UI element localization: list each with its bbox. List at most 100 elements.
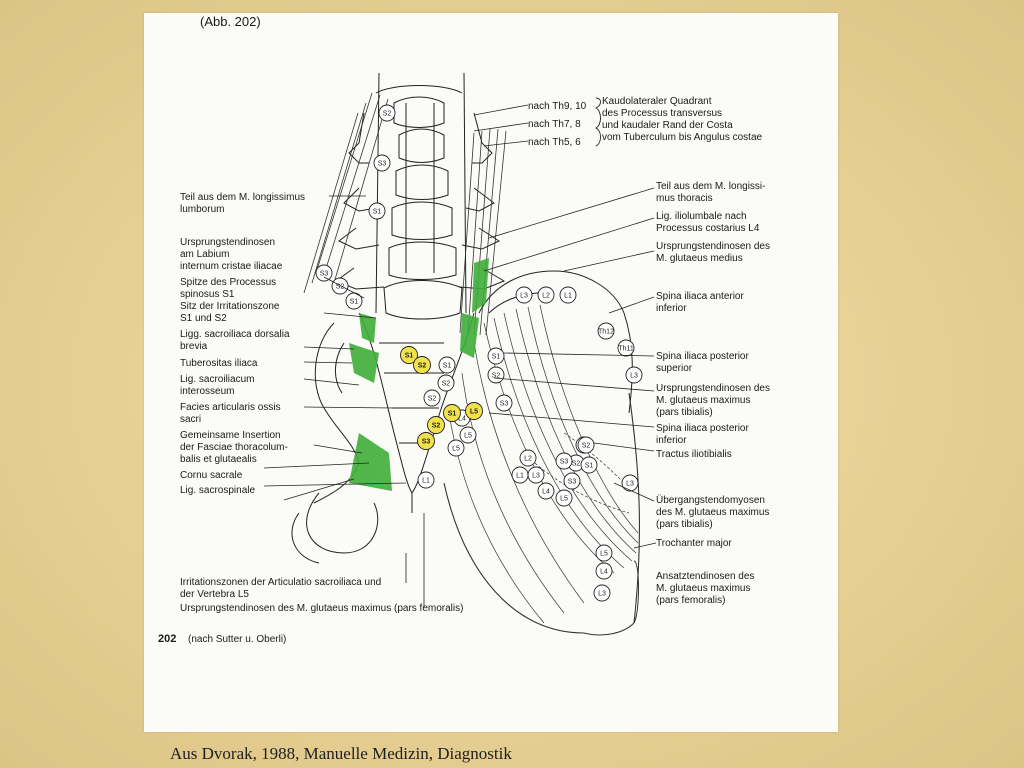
segment-marker-label: S1 bbox=[585, 463, 594, 470]
segment-marker-label: S2 bbox=[442, 381, 451, 388]
highlighted-marker-label: S1 bbox=[405, 353, 414, 360]
highlighted-marker bbox=[465, 402, 483, 420]
figure-source-note: (nach Sutter u. Oberli) bbox=[188, 634, 286, 645]
highlighted-marker bbox=[427, 416, 445, 434]
green-zone-right-sacroiliac bbox=[460, 313, 479, 358]
label-top: nach Th9, 10 bbox=[528, 101, 587, 112]
segment-marker-label: S3 bbox=[378, 161, 387, 168]
label-right: Ursprungstendinosen des bbox=[656, 241, 770, 252]
segment-marker-label: L4 bbox=[542, 489, 550, 496]
label-left: lumborum bbox=[180, 204, 224, 215]
label-top: nach Th7, 8 bbox=[528, 119, 581, 130]
segment-marker-label: L1 bbox=[564, 293, 572, 300]
label-left: am Labium bbox=[180, 249, 229, 260]
segment-marker-label: L2 bbox=[524, 456, 532, 463]
label-left: Cornu sacrale bbox=[180, 470, 243, 481]
highlighted-marker bbox=[400, 346, 418, 364]
segment-marker-label: L4 bbox=[600, 569, 608, 576]
segment-marker bbox=[563, 472, 581, 490]
highlighted-marker-label: S2 bbox=[418, 363, 427, 370]
label-left: Lig. sacrospinale bbox=[180, 485, 255, 496]
gluteus-maximus bbox=[443, 304, 640, 636]
label-left: Lig. sacroiliacum bbox=[180, 374, 254, 385]
segment-marker bbox=[487, 347, 505, 365]
segment-marker-label: S1 bbox=[350, 299, 359, 306]
highlighted-marker bbox=[417, 432, 435, 450]
label-left: der Fasciae thoracolum- bbox=[180, 442, 288, 453]
label-top-right: Kaudolateraler Quadrant bbox=[602, 96, 712, 107]
label-right: M. glutaeus maximus bbox=[656, 583, 750, 594]
label-left: internum cristae iliacae bbox=[180, 261, 283, 272]
label-left: Facies articularis ossis bbox=[180, 402, 281, 413]
label-top-right: vom Tuberculum bis Angulus costae bbox=[602, 132, 763, 143]
label-right: M. glutaeus maximus bbox=[656, 395, 750, 406]
label-left: balis et glutaealis bbox=[180, 454, 257, 465]
label-right: (pars tibialis) bbox=[656, 519, 713, 530]
segment-marker bbox=[495, 394, 513, 412]
slide-caption: Aus Dvorak, 1988, Manuelle Medizin, Diag… bbox=[170, 744, 512, 763]
segment-marker-label: L3 bbox=[520, 293, 528, 300]
segment-marker-label: S3 bbox=[320, 271, 329, 278]
segment-marker bbox=[368, 202, 386, 220]
label-bottom: Irritationszonen der Articulatio sacroil… bbox=[180, 577, 381, 588]
labels-right: Teil aus dem M. longissi- mus thoracis L… bbox=[656, 181, 770, 606]
leader-lines bbox=[263, 104, 657, 608]
label-left: S1 und S2 bbox=[180, 313, 227, 324]
labels-bottom: Irritationszonen der Articulatio sacroil… bbox=[180, 577, 463, 614]
green-zone-tuberositas bbox=[349, 343, 379, 383]
label-right: des M. glutaeus maximus bbox=[656, 507, 769, 518]
label-left: interosseum bbox=[180, 386, 234, 397]
label-left: Ursprungstendinosen bbox=[180, 237, 275, 248]
segment-marker-label: L3 bbox=[598, 591, 606, 598]
label-right: (pars tibialis) bbox=[656, 407, 713, 418]
label-left: Ligg. sacroiliaca dorsalia bbox=[180, 329, 290, 340]
segment-marker bbox=[617, 339, 635, 357]
highlighted-marker bbox=[443, 404, 461, 422]
label-right: Spina iliaca posterior bbox=[656, 423, 749, 434]
label-left: Gemeinsame Insertion bbox=[180, 430, 281, 441]
highlighted-marker-label: S3 bbox=[422, 439, 431, 446]
segment-marker bbox=[537, 482, 555, 500]
label-right: Spina iliaca posterior bbox=[656, 351, 749, 362]
segment-marker-label: L5 bbox=[600, 551, 608, 558]
segment-marker-label: S2 bbox=[336, 284, 345, 291]
segment-marker bbox=[577, 436, 595, 454]
top-right-brace bbox=[594, 97, 601, 147]
left-ilium bbox=[291, 322, 379, 564]
right-ilium bbox=[478, 270, 633, 414]
label-right: superior bbox=[656, 363, 693, 374]
segment-marker bbox=[580, 456, 598, 474]
segment-marker-label: L3 bbox=[532, 473, 540, 480]
label-bottom: Ursprungstendinosen des M. glutaeus maxi… bbox=[180, 603, 463, 614]
label-left: Sitz der Irritationszone bbox=[180, 301, 280, 312]
segment-marker-label: S2 bbox=[572, 461, 581, 468]
green-zone-dorsal bbox=[359, 313, 376, 343]
label-top-right: des Processus transversus bbox=[602, 108, 722, 119]
segment-marker bbox=[625, 366, 643, 384]
label-right: Übergangstendomyosen bbox=[656, 494, 765, 506]
segment-marker-label: S3 bbox=[568, 479, 577, 486]
segment-marker bbox=[595, 544, 613, 562]
segment-marker-label: S3 bbox=[560, 459, 569, 466]
label-left: spinosus S1 bbox=[180, 289, 235, 300]
label-right: Processus costarius L4 bbox=[656, 223, 760, 234]
longissimus-lumborum-fibers bbox=[303, 92, 389, 294]
segment-marker-label: L5 bbox=[452, 446, 460, 453]
segment-marker bbox=[459, 426, 477, 444]
label-bottom: der Vertebra L5 bbox=[180, 589, 249, 600]
label-right: Teil aus dem M. longissi- bbox=[656, 181, 765, 192]
segment-marker bbox=[331, 277, 349, 295]
segment-marker-label: L5 bbox=[464, 433, 472, 440]
highlighted-marker-label: S2 bbox=[432, 423, 441, 430]
segment-marker-label: L1 bbox=[422, 478, 430, 485]
bottom-right-brace bbox=[633, 560, 639, 624]
segment-marker bbox=[438, 356, 456, 374]
green-irritation-zones bbox=[349, 258, 489, 491]
segment-marker-label: Th12 bbox=[598, 329, 614, 336]
label-right: Tractus iliotibialis bbox=[656, 449, 732, 460]
segment-marker-label: S2 bbox=[492, 373, 501, 380]
segment-marker-label: Th11 bbox=[618, 346, 634, 353]
segment-marker bbox=[417, 471, 435, 489]
labels-top: nach Th9, 10 nach Th7, 8 nach Th5, 6 Kau… bbox=[528, 96, 763, 148]
label-left: Teil aus dem M. longissimus bbox=[180, 192, 305, 203]
